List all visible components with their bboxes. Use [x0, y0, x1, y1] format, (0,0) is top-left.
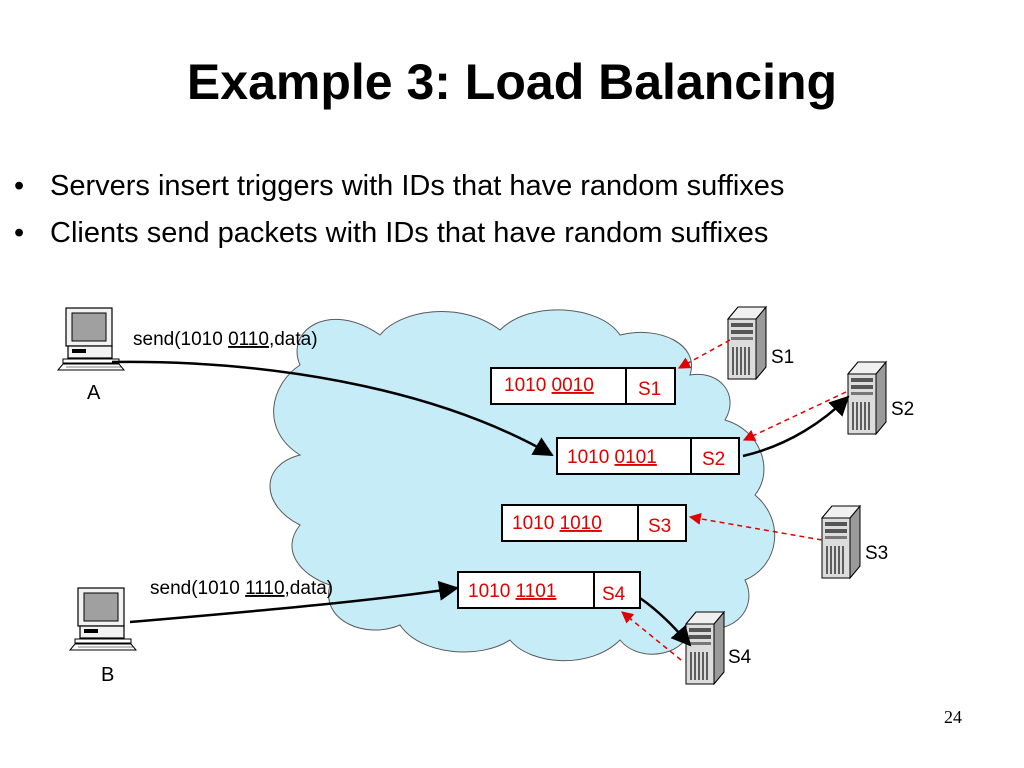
svg-text:S2: S2 [702, 449, 725, 470]
send-label-a: send(1010 0110,data) [133, 329, 318, 350]
server-label-s4: S4 [728, 647, 752, 668]
svg-text:1010 0010: 1010 0010 [504, 375, 594, 396]
bullet-icon: • [14, 217, 25, 249]
client-computer-icon [69, 587, 137, 651]
server-tower-icon [847, 361, 887, 435]
insert-arrow-s3 [688, 512, 823, 541]
forward-arrow-s2 [742, 395, 850, 458]
svg-text:S4: S4 [602, 584, 626, 605]
packet-arrow-a [111, 360, 554, 457]
bullet-text: Servers insert triggers with IDs that ha… [50, 170, 785, 202]
forward-arrow-s4 [639, 596, 692, 647]
server-tower-icon [685, 611, 725, 685]
insert-arrow-s2 [742, 391, 847, 441]
server-label-s3: S3 [865, 543, 888, 564]
svg-text:S3: S3 [648, 516, 671, 537]
insert-arrow-s1 [677, 339, 731, 369]
server-label-s1: S1 [771, 347, 794, 368]
svg-text:S1: S1 [638, 379, 661, 400]
server-tower-icon [727, 306, 767, 380]
svg-text:1010 1010: 1010 1010 [512, 513, 602, 534]
slide-title: Example 3: Load Balancing [186, 54, 838, 110]
send-label-b: send(1010 1110,data) [150, 578, 333, 599]
trigger-box-s4: 1010 1101 S4 [457, 571, 641, 609]
client-label-b: B [101, 664, 114, 686]
client-label-a: A [87, 382, 101, 404]
server-tower-icon [821, 505, 861, 579]
bullet-text: Clients send packets with IDs that have … [50, 217, 769, 249]
svg-text:1010 1101: 1010 1101 [468, 581, 556, 602]
bullet-list: • Servers insert triggers with IDs that h… [14, 163, 784, 257]
server-label-s2: S2 [891, 399, 914, 420]
insert-arrow-s4 [621, 611, 682, 661]
client-computer-icon [57, 307, 125, 371]
packet-arrow-b [129, 580, 459, 624]
trigger-box-s2: 1010 0101 S2 [556, 437, 740, 475]
page-number: 24 [944, 707, 962, 727]
trigger-box-s1: 1010 0010 S1 [490, 367, 676, 405]
bullet-icon: • [14, 170, 25, 202]
bullet-item: • Servers insert triggers with IDs that h… [14, 163, 784, 210]
trigger-box-s3: 1010 1010 S3 [501, 504, 687, 542]
bullet-item: • Clients send packets with IDs that have… [14, 210, 784, 257]
svg-text:1010 0101: 1010 0101 [567, 447, 657, 468]
